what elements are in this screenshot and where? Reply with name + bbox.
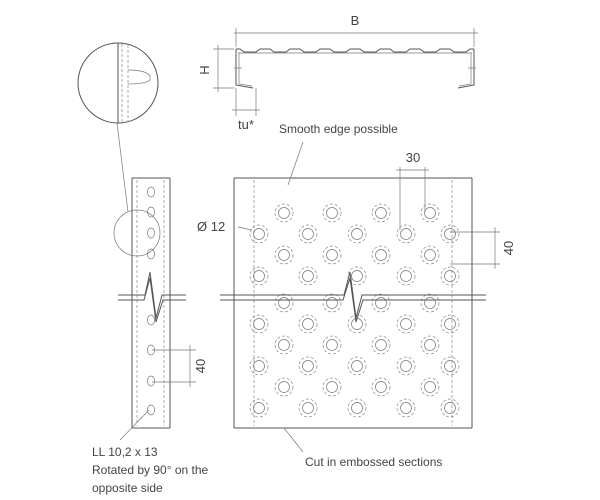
smooth-edge-callout: Smooth edge possible [279,122,398,186]
perforation-hole [298,224,318,244]
dimension-30-label: 30 [406,150,420,165]
perforation-hole [249,224,269,244]
dimension-b-label: B [351,13,360,28]
perforation-hole [371,335,391,355]
perforation-hole [371,377,391,397]
strip-slot [147,227,155,239]
perforation-holes [249,203,460,418]
side-strip-view [113,177,186,429]
perforation-hole [396,398,416,418]
dimension-h: H [197,45,234,92]
perforation-hole [249,356,269,376]
strip-slot [147,375,155,387]
perforation-hole [274,245,294,265]
perforation-hole [347,356,367,376]
perforation-hole [396,356,416,376]
perforation-hole [274,293,294,313]
perforation-hole [298,266,318,286]
perforation-hole [420,203,440,223]
perforation-hole [371,203,391,223]
dimension-h-label: H [197,65,212,74]
cut-sections-callout: Cut in embossed sections [283,427,442,469]
cut-sections-label: Cut in embossed sections [305,455,442,469]
strip-slots [147,186,155,416]
strip-slot [147,314,155,326]
perforation-hole [298,398,318,418]
perforation-hole [420,377,440,397]
slot-size-label: LL 10,2 x 13 [92,445,158,459]
perforation-hole [396,224,416,244]
detail-magnified-view [77,42,159,213]
perforation-hole [371,245,391,265]
strip-slot [147,404,155,416]
dimension-40-plate-label: 40 [501,241,516,255]
perforation-hole [440,356,460,376]
perforation-hole [274,335,294,355]
perforation-hole [347,266,367,286]
dimension-30: 30 [396,150,429,230]
perforation-hole [440,398,460,418]
perforation-hole [322,245,342,265]
dimension-40-side: 40 [152,345,208,387]
perforation-hole [322,377,342,397]
strip-slot [147,248,155,260]
perforation-hole [274,377,294,397]
perforation-hole [298,314,318,334]
perforation-hole [322,293,342,313]
perforation-hole [420,245,440,265]
smooth-edge-label: Smooth edge possible [279,122,398,136]
slot-side-label: opposite side [92,481,163,495]
dimension-tu-label: tu* [238,117,254,132]
perforation-hole [249,314,269,334]
perforation-hole [322,335,342,355]
dimension-b: B [234,13,478,47]
perforation-hole [371,293,391,313]
strip-slot [147,186,155,198]
slot-rotation-label: Rotated by 90° on the [92,463,209,477]
perforation-hole [440,224,460,244]
perforation-hole [440,266,460,286]
perforation-hole [274,203,294,223]
perforation-hole [322,203,342,223]
perforation-hole [420,293,440,313]
hole-diameter-label: Ø 12 [197,219,225,234]
profile-section-view [234,48,476,89]
hole-diameter-callout: Ø 12 [197,219,253,234]
detail-reference-circle [113,209,161,257]
dimension-tu: tu* [232,88,260,132]
perforation-hole [298,356,318,376]
perforation-hole [249,266,269,286]
slot-callout: LL 10,2 x 13 Rotated by 90° on the oppos… [92,409,209,495]
perforation-hole [347,224,367,244]
perforation-hole [420,335,440,355]
perforation-hole [347,398,367,418]
perforated-plate-view [220,177,486,429]
dimension-40-side-label: 40 [193,359,208,373]
perforation-hole [396,266,416,286]
strip-slot [147,206,155,218]
dimension-40-plate: 40 [450,227,516,269]
perforation-hole [396,314,416,334]
perforation-hole [440,314,460,334]
perforation-hole [249,398,269,418]
